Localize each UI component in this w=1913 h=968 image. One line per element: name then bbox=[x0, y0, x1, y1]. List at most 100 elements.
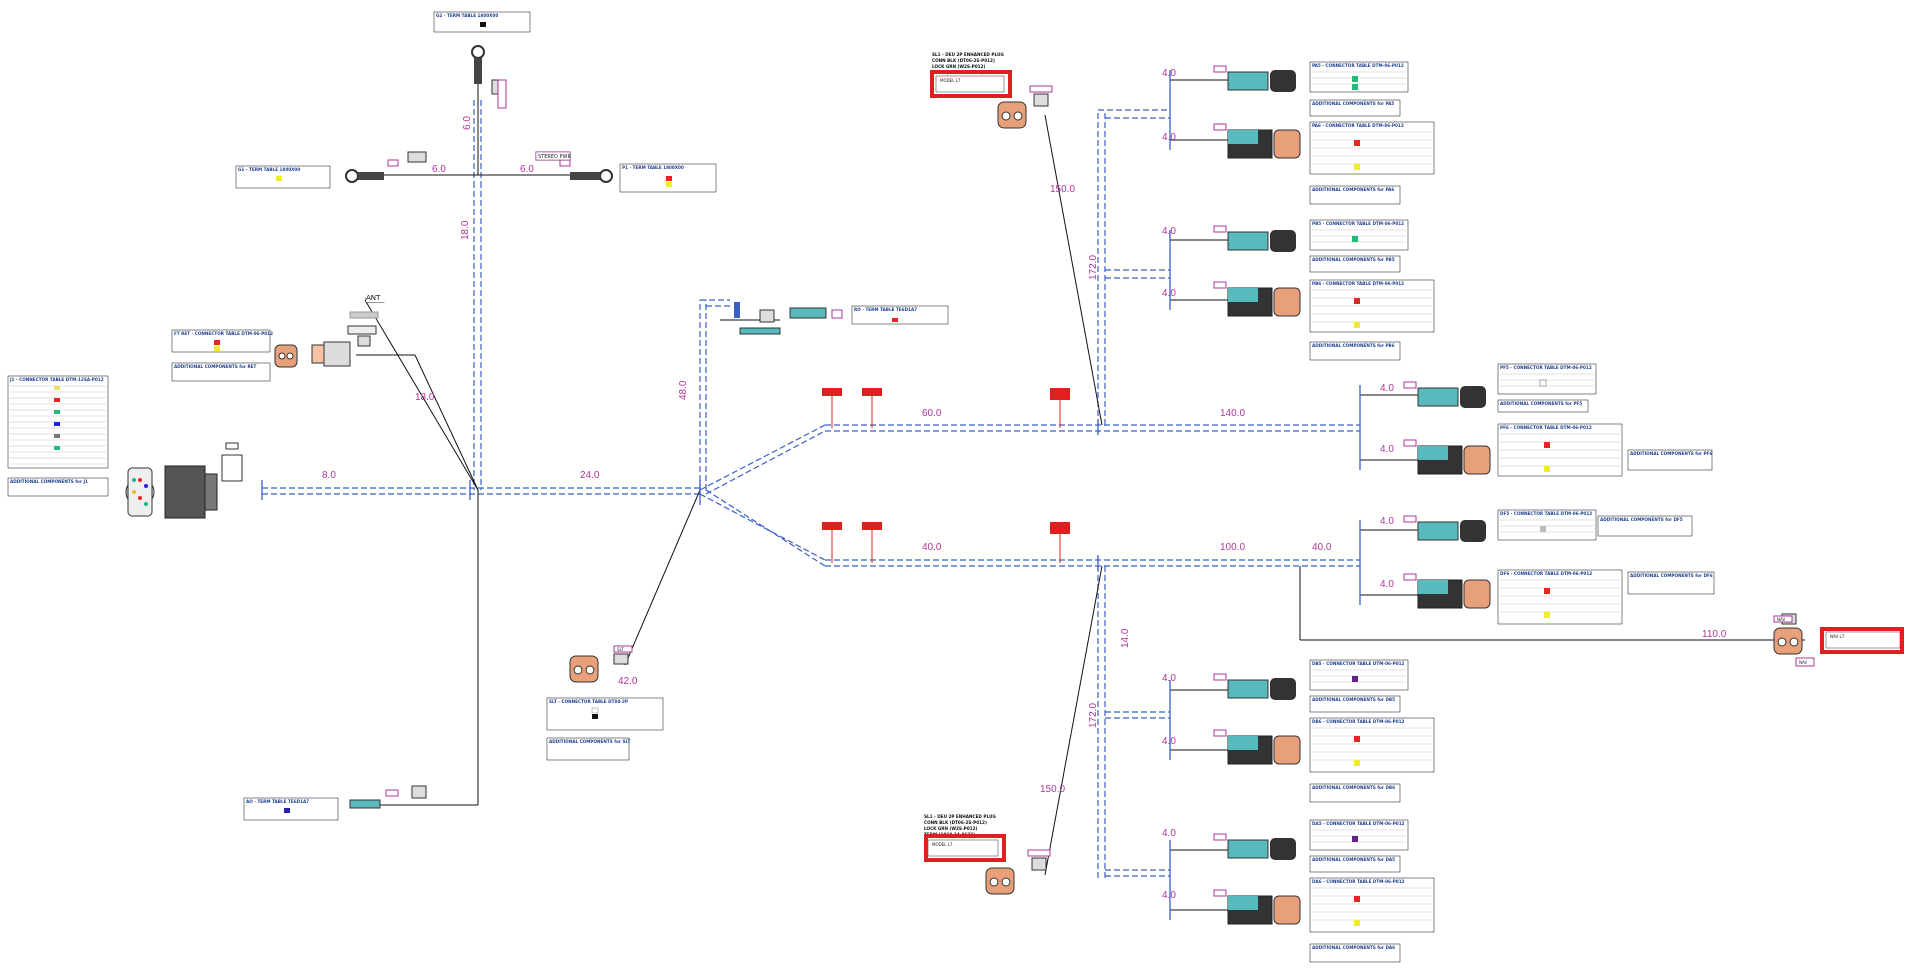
pf6-connector-icon bbox=[1403, 439, 1491, 475]
len-4f: 4.0 bbox=[1380, 444, 1394, 455]
note-line: LOCK GRN (W2S-P012) bbox=[924, 826, 977, 831]
nav-plug-icon[interactable]: NAV NAV bbox=[1773, 613, 1815, 667]
len-4a: 4.0 bbox=[1162, 68, 1176, 79]
len-up-rot: 18.0 bbox=[460, 220, 471, 240]
ao-terminal-icon[interactable] bbox=[349, 785, 427, 809]
g1-ring-terminal-icon[interactable] bbox=[345, 151, 427, 183]
note-line: CONN BLK (DT06-2S-P012) bbox=[932, 58, 995, 63]
len-4h: 4.0 bbox=[1380, 579, 1394, 590]
note-line: CONN BLK (DT06-2S-P012) bbox=[924, 820, 987, 825]
j1-connector-icon[interactable] bbox=[125, 442, 243, 519]
df5-connector-icon bbox=[1403, 515, 1486, 542]
table-title: DB6 - CONNECTOR TABLE DTM-06-P012 bbox=[1312, 719, 1405, 724]
table-title: ADDITIONAL COMPONENTS for DA5 bbox=[1312, 857, 1395, 862]
len-p1: 6.0 bbox=[520, 164, 534, 175]
table-titles: G2 - TERM TABLE 1800X00 G1 - TERM TABLE … bbox=[9, 13, 1713, 950]
note-line: SL1 - DEU 2P ENHANCED PLUG bbox=[932, 52, 1004, 57]
len-ft-rot: 18.0 bbox=[415, 392, 435, 403]
table-title: ADDITIONAL COMPONENTS for J1 bbox=[10, 479, 88, 484]
len-v1: 172.0 bbox=[1088, 255, 1099, 280]
splice-tag bbox=[862, 388, 882, 396]
branch-brackets bbox=[261, 70, 1361, 920]
len-4e: 4.0 bbox=[1380, 383, 1394, 394]
table-title: FT RET - CONNECTOR TABLE DTM-06-P012 bbox=[174, 331, 273, 336]
splice-tag bbox=[1050, 522, 1070, 534]
len-4l: 4.0 bbox=[1162, 890, 1176, 901]
sl1-bottom-plug-icon[interactable] bbox=[985, 849, 1051, 895]
model-label: MODEL L7 bbox=[932, 842, 953, 847]
db5-connector-icon bbox=[1213, 673, 1296, 700]
pa6-connector-icon bbox=[1213, 123, 1301, 159]
table-title: ADDITIONAL COMPONENTS for PA5 bbox=[1312, 101, 1394, 106]
table-title: P1 - TERM TABLE 1800X00 bbox=[622, 165, 684, 170]
table-title: ADDITIONAL COMPONENTS for PB6 bbox=[1312, 343, 1395, 348]
table-title: DB5 - CONNECTOR TABLE DTM-06-P012 bbox=[1312, 661, 1405, 666]
model-label: NAV L7 bbox=[1830, 634, 1845, 639]
ro-terminal-icon[interactable] bbox=[734, 302, 843, 335]
pa5-connector-icon bbox=[1213, 65, 1296, 92]
len-48: 48.0 bbox=[678, 380, 689, 400]
sl1-top-plug-icon[interactable] bbox=[997, 85, 1053, 129]
table-title: DF6 - CONNECTOR TABLE DTM-06-P012 bbox=[1500, 571, 1592, 576]
len-4i: 4.0 bbox=[1162, 673, 1176, 684]
table-title: PA5 - CONNECTOR TABLE DTM-06-P012 bbox=[1312, 63, 1404, 68]
table-title: ADDITIONAL COMPONENTS for SLT bbox=[549, 739, 630, 744]
table-title: PF6 - CONNECTOR TABLE DTM-06-P012 bbox=[1500, 425, 1592, 430]
len-c: 140.0 bbox=[1220, 408, 1245, 419]
table-title: ADDITIONAL COMPONENTS for PB5 bbox=[1312, 257, 1395, 262]
sl1-bottom-note: SL1 - DEU 2P ENHANCED PLUG CONN BLK (DT0… bbox=[924, 814, 1006, 862]
table-title: ADDITIONAL COMPONENTS for DF5 bbox=[1600, 517, 1683, 522]
table-title: ADDITIONAL COMPONENTS for DB6 bbox=[1312, 785, 1395, 790]
len-4j: 4.0 bbox=[1162, 736, 1176, 747]
note-line: LOCK GRN (W2S-P012) bbox=[932, 64, 985, 69]
table-title: DA5 - CONNECTOR TABLE DTM-06-P012 bbox=[1312, 821, 1405, 826]
len-4g: 4.0 bbox=[1380, 516, 1394, 527]
len-f: 150.0 bbox=[1050, 184, 1075, 195]
splice-tag bbox=[1050, 388, 1070, 400]
len-4d: 4.0 bbox=[1162, 288, 1176, 299]
table-title: AO - TERM TABLE TE6D1A7 bbox=[246, 799, 309, 804]
slt-plug-icon[interactable]: SLT bbox=[569, 645, 633, 683]
table-title: ADDITIONAL COMPONENTS for PF5 bbox=[1500, 401, 1582, 406]
note-line: SL1 - DEU 2P ENHANCED PLUG bbox=[924, 814, 996, 819]
len-b: 40.0 bbox=[922, 542, 942, 553]
splice-tag bbox=[822, 522, 842, 530]
pb5-connector-icon bbox=[1213, 225, 1296, 252]
pb6-connector-icon bbox=[1213, 281, 1301, 317]
splice-tag bbox=[862, 522, 882, 530]
model-label: MODEL L7 bbox=[940, 78, 961, 83]
g2-ring-terminal-icon[interactable] bbox=[471, 45, 507, 109]
table-title: G2 - TERM TABLE 1800X00 bbox=[436, 13, 498, 18]
len-e: 40.0 bbox=[1312, 542, 1332, 553]
len-4c: 4.0 bbox=[1162, 226, 1176, 237]
table-title: DA6 - CONNECTOR TABLE DTM-06-P012 bbox=[1312, 879, 1405, 884]
table-title: PB5 - CONNECTOR TABLE DTM-06-P012 bbox=[1312, 221, 1404, 226]
ant-terminal-icon[interactable] bbox=[347, 297, 385, 335]
table-title: DF5 - CONNECTOR TABLE DTM-06-P012 bbox=[1500, 511, 1592, 516]
misc-labels: ANT STEREO PWR bbox=[366, 151, 572, 302]
pf5-connector-icon bbox=[1403, 381, 1486, 408]
segment-lengths: 8.0 24.0 18.0 6.0 6.0 6.0 18.0 48.0 42.0… bbox=[322, 68, 1727, 901]
ft-ret-connector-icon[interactable] bbox=[274, 335, 371, 368]
da5-connector-icon bbox=[1213, 833, 1296, 860]
table-title: G1 - TERM TABLE 1800X00 bbox=[238, 167, 300, 172]
table-title: ADDITIONAL COMPONENTS for PF6 bbox=[1630, 451, 1712, 456]
len-4k: 4.0 bbox=[1162, 828, 1176, 839]
table-title: J1 - CONNECTOR TABLE DTM-12SA-P012 bbox=[9, 377, 104, 382]
connector-pairs[interactable] bbox=[1213, 65, 1491, 925]
table-title: ADDITIONAL COMPONENTS for RET bbox=[174, 364, 257, 369]
table-title: ADDITIONAL COMPONENTS for PA6 bbox=[1312, 187, 1394, 192]
nav-note: NAV L7 bbox=[1820, 627, 1904, 654]
splice-markers bbox=[822, 388, 1070, 563]
len-top-rot: 6.0 bbox=[462, 116, 473, 130]
nav-tag-bottom: NAV bbox=[1799, 660, 1807, 665]
stereo-pwr-label: STEREO PWR bbox=[538, 154, 572, 160]
table-title: RO - TERM TABLE TE6D1A7 bbox=[854, 307, 917, 312]
table-title: PF5 - CONNECTOR TABLE DTM-06-P012 bbox=[1500, 365, 1592, 370]
slt-tag: SLT bbox=[617, 647, 624, 652]
table-title: ADDITIONAL COMPONENTS for DB5 bbox=[1312, 697, 1395, 702]
table-title: SLT - CONNECTOR TABLE DT04-2P bbox=[549, 699, 628, 704]
len-4b: 4.0 bbox=[1162, 132, 1176, 143]
len-h: 110.0 bbox=[1702, 629, 1727, 640]
